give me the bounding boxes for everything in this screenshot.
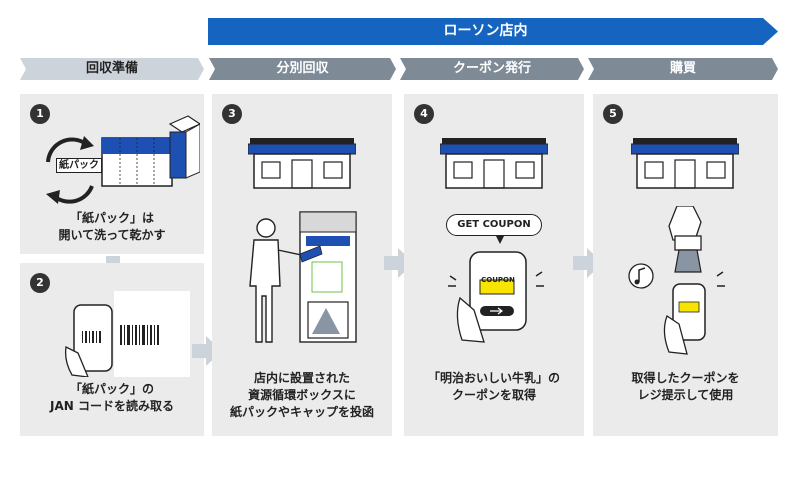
step-caption: 「明治おいしい牛乳」の クーポンを取得 bbox=[427, 371, 560, 402]
coupon-screen-label: COUPON bbox=[481, 276, 515, 284]
stage-coupon-issue: クーポン発行 bbox=[400, 58, 584, 80]
right-arrow-icon bbox=[192, 336, 222, 366]
step-3-panel: 3 店内に設置された 資源循環ボックスに 紙パックやキャップを投函 bbox=[212, 94, 392, 436]
store-icon bbox=[440, 138, 548, 189]
stage-label: 回収準備 bbox=[85, 61, 138, 76]
stage-label: クーポン発行 bbox=[452, 61, 531, 76]
step-caption: 店内に設置された 資源循環ボックスに 紙パックやキャップを投函 bbox=[229, 371, 374, 419]
step-caption: 「紙パック」の JAN コードを読み取る bbox=[50, 382, 174, 413]
step-caption: 「紙パック」は 開いて洗って乾かす bbox=[58, 211, 166, 242]
right-arrow-icon bbox=[573, 248, 603, 278]
milk-carton-badge: 紙パック bbox=[56, 158, 102, 173]
register-scan-illustration bbox=[628, 206, 725, 355]
store-banner: ローソン店内 bbox=[208, 18, 778, 45]
opened-carton-illustration bbox=[46, 115, 200, 204]
step-caption: 取得したクーポンを レジ提示して使用 bbox=[631, 371, 740, 402]
recycling-box-illustration bbox=[249, 211, 357, 343]
right-arrow-icon bbox=[384, 248, 414, 278]
step-5-panel: 5 取得したクーポンを レジ提示して使用 bbox=[593, 94, 778, 436]
stage-purchase: 購買 bbox=[588, 58, 778, 80]
step-number: 3 bbox=[222, 104, 242, 124]
stage-collection-prep: 回収準備 bbox=[20, 58, 204, 80]
step-4-panel: 4 GET COUPON COUPON 「明治おいしい牛乳」の クーポンを取得 bbox=[404, 94, 584, 436]
step-number: 2 bbox=[30, 273, 50, 293]
step-1-panel: 1 紙パック 「紙パック」は 開いて洗って乾かす bbox=[20, 94, 204, 254]
step-2-panel: 2 「紙パック」の JAN コードを読み取る bbox=[20, 263, 204, 436]
phone-coupon-illustration bbox=[448, 236, 544, 343]
step-number: 4 bbox=[414, 104, 434, 124]
step-number: 5 bbox=[603, 104, 623, 124]
step-number: 1 bbox=[30, 104, 50, 124]
banner-arrow-shape bbox=[208, 18, 778, 45]
scan-jan-code-illustration bbox=[64, 291, 190, 377]
get-coupon-bubble: GET COUPON bbox=[446, 214, 542, 236]
stage-label: 分別回収 bbox=[276, 61, 329, 76]
store-icon bbox=[631, 138, 739, 189]
store-icon bbox=[248, 138, 356, 189]
stage-label: 購買 bbox=[669, 61, 696, 76]
stage-sorting: 分別回収 bbox=[209, 58, 396, 80]
banner-label: ローソン店内 bbox=[443, 23, 528, 39]
